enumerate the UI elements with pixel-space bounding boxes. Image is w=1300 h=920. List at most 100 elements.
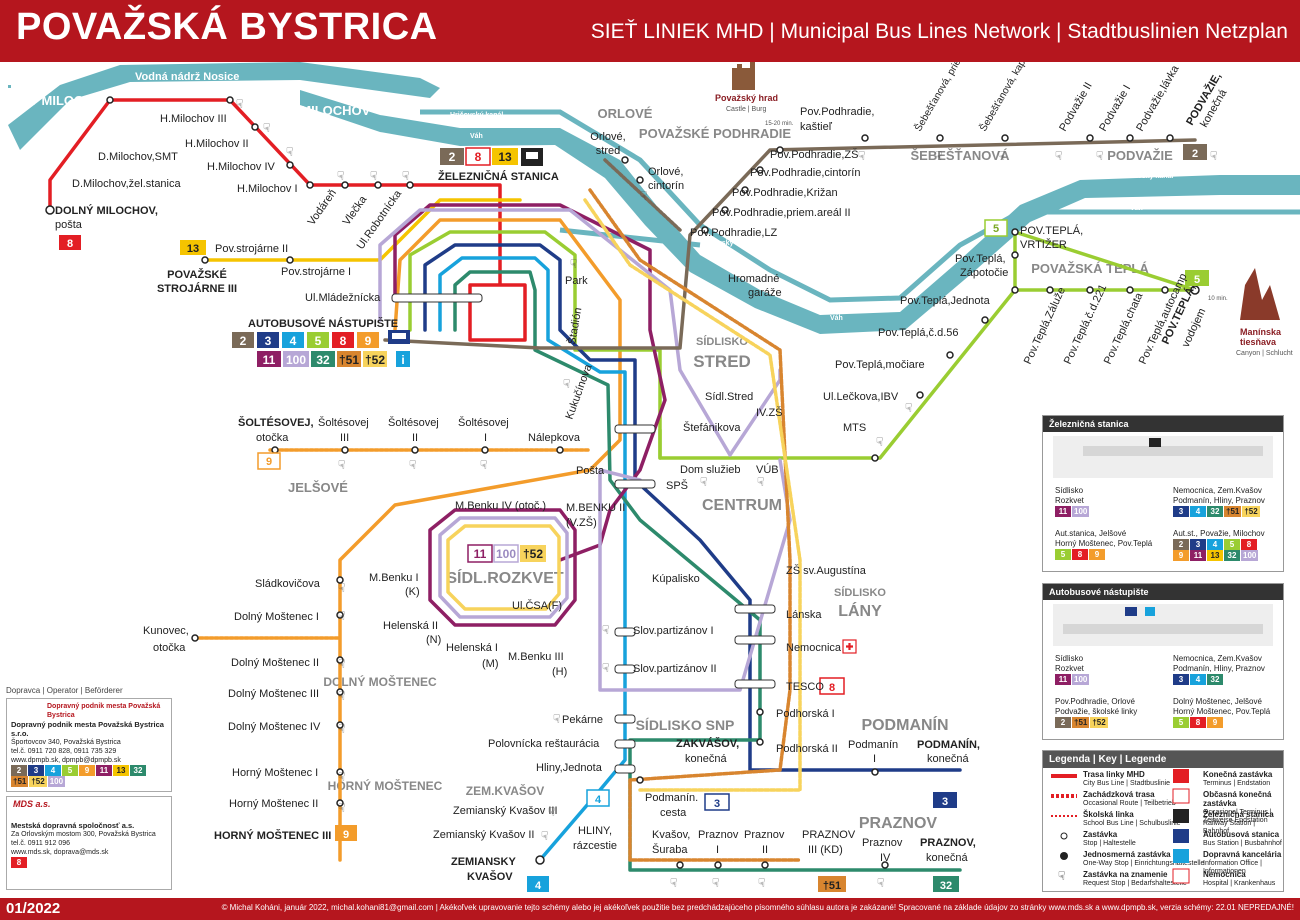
svg-text:9: 9 [266,456,272,468]
svg-text:☟: ☟ [602,623,609,637]
operator-logo-text: MDS a.s. [13,799,51,809]
stop-label: H.Milochov IV [207,161,276,173]
stop-label: Dom služieb [680,464,741,476]
svg-text:☟: ☟ [563,377,570,391]
svg-text:4: 4 [535,880,542,892]
svg-text:☟: ☟ [757,475,764,489]
stop-label: Kvašov, [652,829,690,841]
info-icon [1145,607,1155,616]
stop-label: Vodáreň [306,187,339,227]
svg-text:†52: †52 [365,353,385,367]
panel-title: Železničná stanica [1043,416,1283,432]
stop-label: Zemianský Kvašov III [453,805,558,817]
panel-cell: Nemocnica, Zem.Kvašov Podmanín, Hliny, P… [1173,654,1265,685]
water-labels: Vodná nádrž Nosice Hričovský kanál Váh H… [135,71,1173,322]
stop-label: Nálepkova [528,432,581,444]
stop-label: Pov.strojárne II [215,243,288,255]
stop-label: Slov.partizánov I [633,625,714,637]
stop-label: Podhorská II [776,743,838,755]
stop-label: TESCO [786,681,824,693]
panel-aut-nastupiste: Autobusové nástupište Sídlisko Rozkvet 1… [1042,583,1284,740]
stop-label: Podmanín. [645,792,698,804]
stop-label: cintorín [648,180,684,192]
svg-text:3: 3 [942,796,948,808]
svg-text:†51: †51 [823,880,841,892]
stop-label: Orlové, [590,131,625,143]
stop-label: Ul.ČSA [512,599,549,612]
stop-label: Pov.Podhradie,Križan [732,187,838,199]
stop-label: PRAZNOV, [920,837,976,849]
stop-label: Štefánikova [683,421,741,434]
svg-text:†52: †52 [523,547,543,561]
stop-label: Šoltésovej [318,416,369,429]
stop-label: Pov.Teplá, [955,253,1006,265]
operator-phone: tel.č. 0911 912 096 [11,840,71,847]
stop-label: (V.ZŠ) [566,516,597,529]
request-stop-icons: ☟☟☟ ☟☟☟ ☟☟☟ ☟☟☟ ☟☟☟ ☟☟☟ ☟☟☟ ☟☟☟ ☟☟☟ ☟☟☟ … [236,97,1217,890]
svg-text:9: 9 [343,829,349,841]
stop-label: POVAŽSKÉ [167,268,227,281]
stop-label: Podmanín [848,739,898,751]
svg-text:5: 5 [993,223,999,235]
stop-label: (N) [426,634,441,646]
stop-label: Podvažie,lávka [1134,63,1182,134]
stop-label: Polovnícka reštaurácia [488,738,600,750]
header-bar: POVAŽSKÁ BYSTRICA SIEŤ LINIEK MHD | Muni… [0,0,1300,62]
panel-title: Autobusové nástupište [1043,584,1283,600]
svg-text:11: 11 [263,353,276,367]
stop-label: Dolný Moštenec IV [228,721,321,733]
stop-label: M.Benku III [508,651,564,663]
svg-text:4: 4 [595,794,602,806]
svg-text:☟: ☟ [758,876,765,890]
stop-label: ZŠ sv.Augustína [786,564,867,577]
stop-label: (M) [482,658,499,670]
svg-text:☟: ☟ [700,475,707,489]
stop-label: Podvažie I [1097,83,1133,133]
stop-label: ZEMIANSKY [451,856,516,868]
district-rozkvet: SÍDL.ROZKVET [446,568,564,587]
svg-text:8: 8 [829,682,835,694]
page-subtitle: SIEŤ LINIEK MHD | Municipal Bus Lines Ne… [590,20,1288,43]
stop-label: Sládkovičova [255,578,321,590]
stop-label: garáže [748,287,782,299]
operator-logo-text: Dopravný podnik mesta Považská Bystrica [47,703,161,719]
stop-label: konečná [685,753,727,765]
operator-phone: tel.č. 0911 720 828, 0911 735 329 [11,748,117,755]
operator-dpmpb: Dopravný podnik mesta Považská Bystrica … [6,698,172,792]
stop-label: H.Milochov III [160,113,227,125]
operator-web: www.dpmpb.sk, dpmpb@dpmpb.sk [11,757,121,764]
stop-label: (H) [552,666,567,678]
svg-text:☟: ☟ [338,801,345,815]
svg-text:2: 2 [449,150,456,164]
page-title: POVAŽSKÁ BYSTRICA [16,6,438,48]
stop-label: Helenská II [383,620,438,632]
svg-text:☟: ☟ [570,257,577,271]
stop-label: Zápotočie [960,267,1008,279]
castle-icon [732,62,755,90]
district-podvazie: PODVAŽIE [1107,148,1173,163]
interchange-nodes [391,293,776,774]
district-horny-mostenec: HORNÝ MOŠTENEC [328,778,443,793]
stop-label: M.Benku I [369,572,419,584]
line-2-route [383,138,1197,350]
stop-label: Podhorská I [776,708,835,720]
district-povazske-podhradie: POVAŽSKÉ PODHRADIE [639,126,791,141]
stop-label: PRAZNOV [802,829,856,841]
river-label: Váh [1130,205,1143,212]
stop-label: Park [565,275,588,287]
svg-text:☟: ☟ [1055,149,1062,163]
stop-label: Pov.Teplá,močiare [835,359,925,371]
stop-label: Canyon | Schlucht [1236,350,1293,357]
stop-label: Pov.Podhradie,cintorín [750,167,860,179]
stop-label: rázcestie [573,840,617,852]
stop-label: Považský hrad [715,93,778,103]
map-credits: © Michal Koháni, január 2022, michal.koh… [221,903,1294,912]
svg-text:☟: ☟ [858,149,865,163]
stop-label: KVAŠOV [467,870,513,883]
